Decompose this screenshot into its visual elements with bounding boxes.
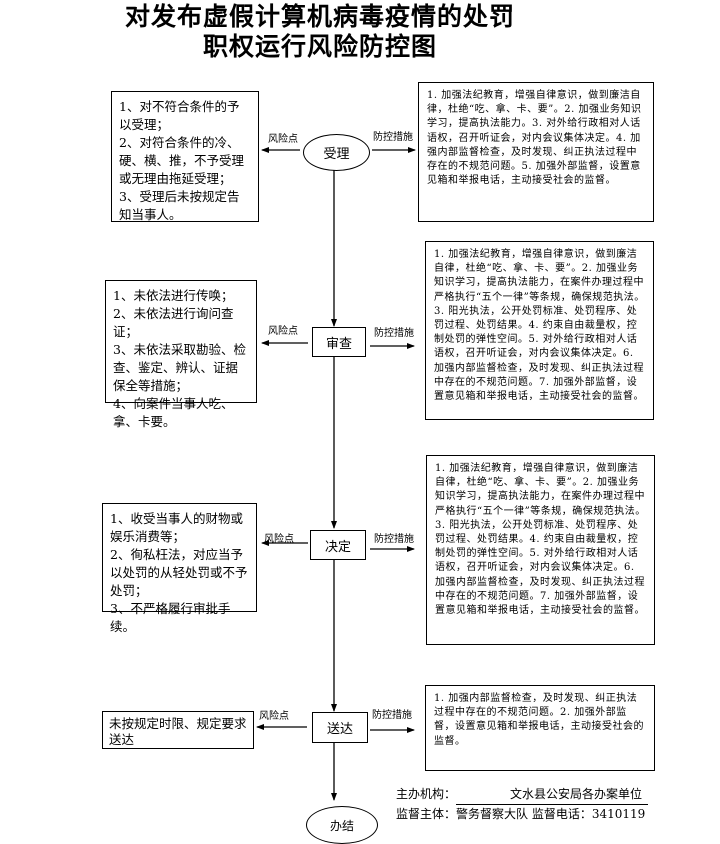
- risk-box-decide: 1、收受当事人的财物或娱乐消费等； 2、徇私枉法，对应当予以处罚的从轻处罚或不予…: [102, 503, 257, 634]
- risk-point-label: 风险点: [264, 534, 294, 545]
- footer-host: 主办机构：文水县公安局各办案单位: [396, 784, 649, 805]
- diagram-title-line2: 职权运行风险防控图: [202, 32, 437, 61]
- risk-box-review: 1、未依法进行传唤； 2、未依法进行询问查证； 3、未依法采取勘验、检查、鉴定、…: [105, 280, 257, 429]
- risk-box-accept: 1、对不符合条件的予以受理； 2、对符合条件的冷、硬、横、推，不予受理或无理由拖…: [111, 91, 259, 222]
- step-decide: 决定: [310, 530, 366, 560]
- risk-box-deliver: 未按规定时限、规定要求送达: [102, 711, 254, 749]
- control-box-accept: 1. 加强法纪教育，增强自律意识，做到廉洁自律，杜绝“吃、拿、卡、要”。2. 加…: [418, 82, 654, 222]
- risk-point-label: 风险点: [268, 134, 298, 145]
- supervisor-label: 监督主体：: [396, 807, 457, 821]
- phone-label: 监督电话：: [531, 807, 592, 821]
- step-deliver: 送达: [312, 712, 368, 743]
- risk-point-label: 风险点: [268, 326, 298, 337]
- control-measure-label: 防控措施: [372, 710, 412, 721]
- step-accept: 受理: [303, 134, 370, 171]
- diagram-title-line1: 对发布虚假计算机病毒疫情的处罚: [124, 2, 515, 31]
- footer-supervisor: 监督主体：警务督察大队 监督电话：3410119: [396, 804, 645, 824]
- supervisor-value: 警务督察大队: [456, 807, 529, 821]
- host-label: 主办机构：: [396, 787, 457, 801]
- control-measure-label: 防控措施: [374, 328, 414, 339]
- host-value: 文水县公安局各办案单位: [456, 784, 649, 805]
- control-box-review: 1. 加强法纪教育，增强自律意识，做到廉洁自律，杜绝“吃、拿、卡、要”。2. 加…: [425, 241, 654, 420]
- control-box-deliver: 1. 加强内部监督检查，及时发现、纠正执法过程中存在的不规范问题。2. 加强外部…: [425, 685, 655, 771]
- step-complete: 办结: [306, 806, 378, 844]
- step-review: 审查: [312, 327, 366, 357]
- control-measure-label: 防控措施: [373, 132, 413, 143]
- control-box-decide: 1. 加强法纪教育，增强自律意识，做到廉洁自律，杜绝“吃、拿、卡、要”。2. 加…: [426, 455, 655, 645]
- control-measure-label: 防控措施: [374, 534, 414, 545]
- phone-value: 3410119: [591, 807, 646, 821]
- risk-point-label: 风险点: [259, 711, 289, 722]
